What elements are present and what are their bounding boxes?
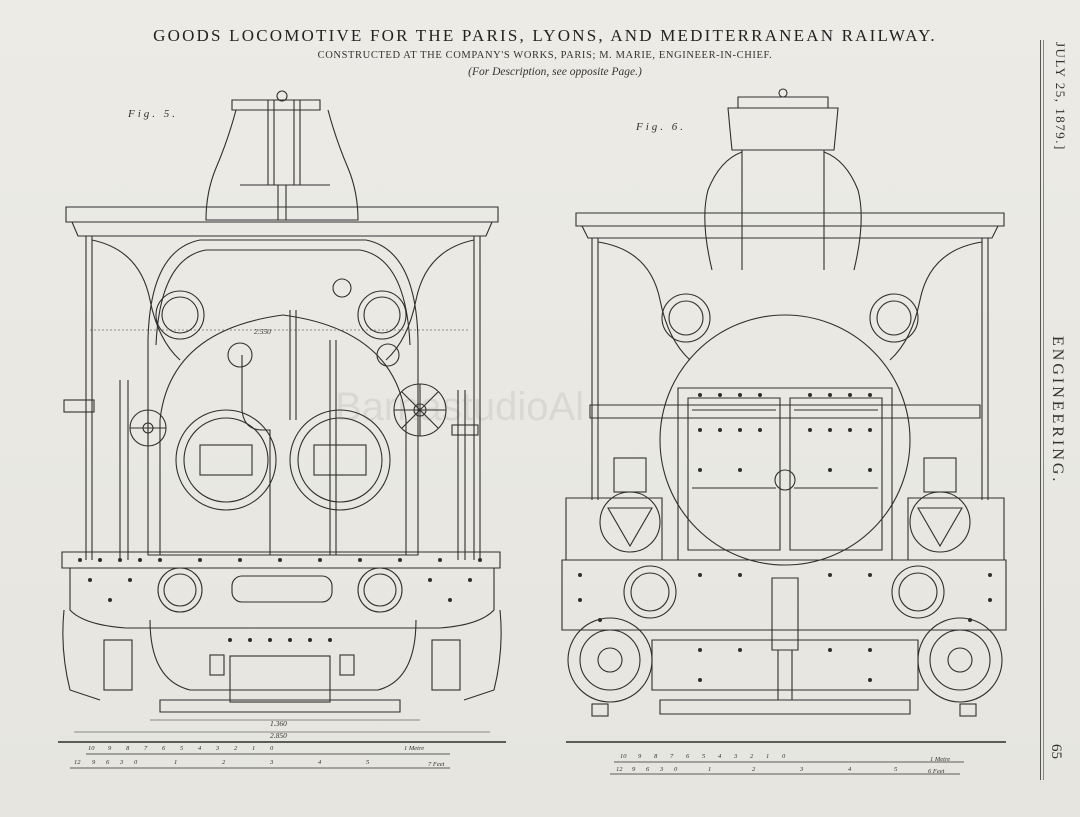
svg-text:3: 3	[215, 745, 220, 752]
dimension-label: 2.850	[270, 731, 287, 740]
svg-text:3: 3	[119, 759, 124, 766]
fig-6-label: Fig. 6.	[636, 121, 687, 133]
svg-text:9: 9	[632, 766, 636, 773]
plate-note: (For Description, see opposite Page.)	[468, 66, 642, 78]
svg-text:4: 4	[848, 766, 852, 773]
fig-6-scale: 10 9 8 7 6 5 4 3 2 1 0 1 Metre 12 9 6 3 …	[610, 753, 964, 775]
svg-text:9: 9	[638, 753, 642, 760]
svg-text:1: 1	[174, 759, 177, 766]
svg-text:8: 8	[126, 745, 130, 752]
svg-text:0: 0	[674, 766, 678, 773]
svg-text:12: 12	[74, 759, 81, 766]
svg-text:2: 2	[222, 759, 226, 766]
margin-rule	[1040, 40, 1041, 780]
watermark: BarnastudioAl	[335, 385, 584, 429]
svg-text:1 Metre: 1 Metre	[930, 756, 950, 763]
svg-text:2: 2	[752, 766, 756, 773]
svg-text:5: 5	[180, 745, 184, 752]
svg-text:1: 1	[252, 745, 255, 752]
fig-5-drawing	[58, 90, 506, 743]
fig-5-dimensions: 2.550 1.360 2.850	[74, 327, 490, 740]
svg-text:7: 7	[144, 745, 148, 752]
svg-text:7 Feet: 7 Feet	[428, 761, 445, 768]
dimension-label: 2.550	[254, 327, 271, 336]
svg-text:5: 5	[366, 759, 370, 766]
svg-text:1 Metre: 1 Metre	[404, 745, 424, 752]
svg-text:3: 3	[733, 753, 738, 760]
svg-text:1: 1	[708, 766, 711, 773]
plate-title: GOODS LOCOMOTIVE FOR THE PARIS, LYONS, A…	[153, 26, 937, 45]
svg-text:4: 4	[318, 759, 322, 766]
svg-text:0: 0	[270, 745, 274, 752]
svg-text:4: 4	[198, 745, 202, 752]
svg-text:6: 6	[646, 766, 650, 773]
svg-text:6 Feet: 6 Feet	[928, 768, 945, 775]
svg-text:10: 10	[620, 753, 627, 760]
fig-5-label: Fig. 5.	[128, 108, 179, 120]
margin-rule-inner	[1043, 40, 1044, 780]
dimension-label: 1.360	[270, 719, 287, 728]
svg-text:5: 5	[702, 753, 706, 760]
fig-6-rivets	[578, 393, 992, 682]
plate-subtitle: CONSTRUCTED AT THE COMPANY'S WORKS, PARI…	[317, 50, 773, 61]
svg-text:3: 3	[659, 766, 664, 773]
svg-text:3: 3	[269, 759, 274, 766]
svg-text:1: 1	[766, 753, 769, 760]
svg-text:6: 6	[106, 759, 110, 766]
svg-text:9: 9	[108, 745, 112, 752]
svg-text:6: 6	[686, 753, 690, 760]
svg-text:0: 0	[782, 753, 786, 760]
svg-text:12: 12	[616, 766, 623, 773]
fig-5-rivets	[78, 558, 482, 642]
svg-text:0: 0	[134, 759, 138, 766]
svg-text:9: 9	[92, 759, 96, 766]
svg-text:6: 6	[162, 745, 166, 752]
svg-text:8: 8	[654, 753, 658, 760]
fig-5-scale: 10 9 8 7 6 5 4 3 2 1 0 1 Metre 12 9 6 3 …	[70, 745, 450, 769]
svg-text:2: 2	[234, 745, 238, 752]
svg-text:2: 2	[750, 753, 754, 760]
svg-text:5: 5	[894, 766, 898, 773]
svg-text:4: 4	[718, 753, 722, 760]
svg-text:10: 10	[88, 745, 95, 752]
svg-text:7: 7	[670, 753, 674, 760]
fig-6-drawing	[561, 88, 1007, 743]
svg-text:3: 3	[799, 766, 804, 773]
